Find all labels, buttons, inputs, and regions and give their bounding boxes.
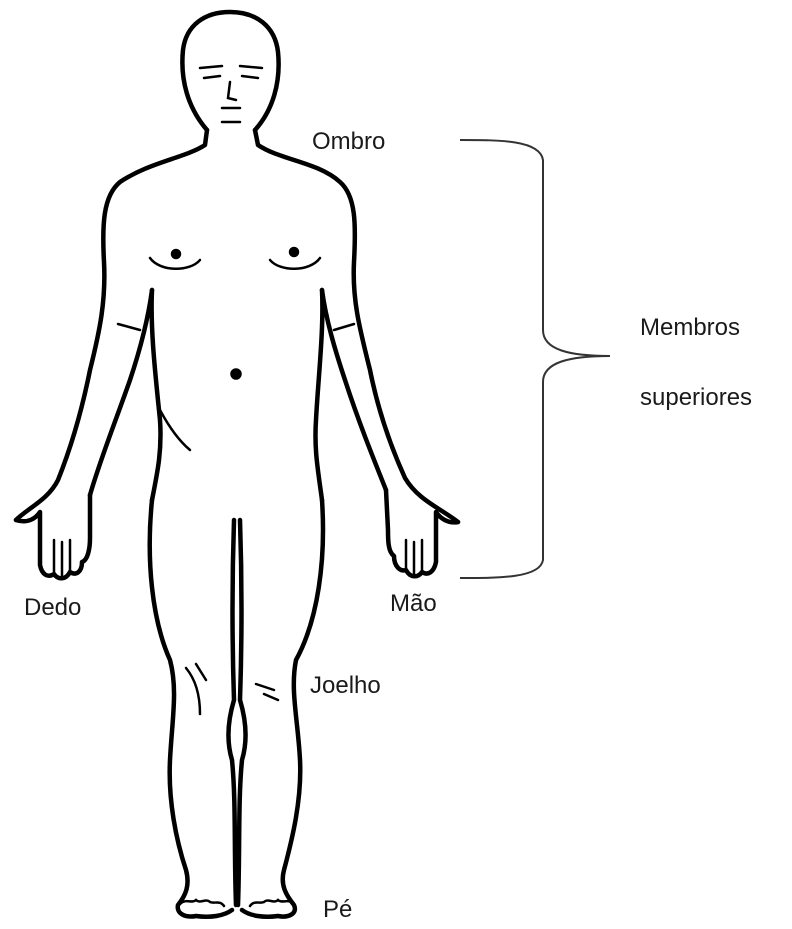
left-knee-mark-2 <box>196 664 206 680</box>
right-eyebrow <box>240 66 262 68</box>
right-eye <box>242 76 258 78</box>
left-toes <box>180 900 224 906</box>
label-foot: Pé <box>323 898 352 922</box>
label-hand: Mão <box>390 592 437 616</box>
left-elbow-crease <box>118 324 140 330</box>
left-waist <box>152 290 161 500</box>
right-pectoral <box>270 258 320 269</box>
right-waist <box>315 290 322 500</box>
left-eye <box>204 76 220 78</box>
nose <box>228 82 236 100</box>
left-hip-line <box>160 410 190 450</box>
left-eyebrow <box>200 66 222 68</box>
right-leg-inner <box>238 520 246 905</box>
label-finger: Dedo <box>24 596 81 620</box>
right-knee-mark-1 <box>256 684 274 690</box>
left-knee-mark-1 <box>186 668 200 714</box>
upper-limbs-brace <box>460 140 610 578</box>
left-pectoral <box>150 258 200 269</box>
right-torso-outline <box>255 130 458 522</box>
right-knee-mark-2 <box>264 694 278 700</box>
right-elbow-crease <box>334 324 354 330</box>
right-leg-outer <box>242 500 323 917</box>
left-torso-outline <box>16 130 207 520</box>
right-toes <box>250 900 294 906</box>
label-upper-limbs-line1: Membros <box>640 316 740 340</box>
left-leg-inner <box>228 520 236 905</box>
head-outline <box>182 12 278 130</box>
label-shoulder: Ombro <box>312 130 385 154</box>
left-leg-outer <box>150 500 232 917</box>
navel <box>233 371 240 378</box>
right-nipple <box>291 249 297 255</box>
label-knee: Joelho <box>310 674 381 698</box>
label-upper-limbs-line2: superiores <box>640 386 752 410</box>
left-nipple <box>173 251 179 257</box>
